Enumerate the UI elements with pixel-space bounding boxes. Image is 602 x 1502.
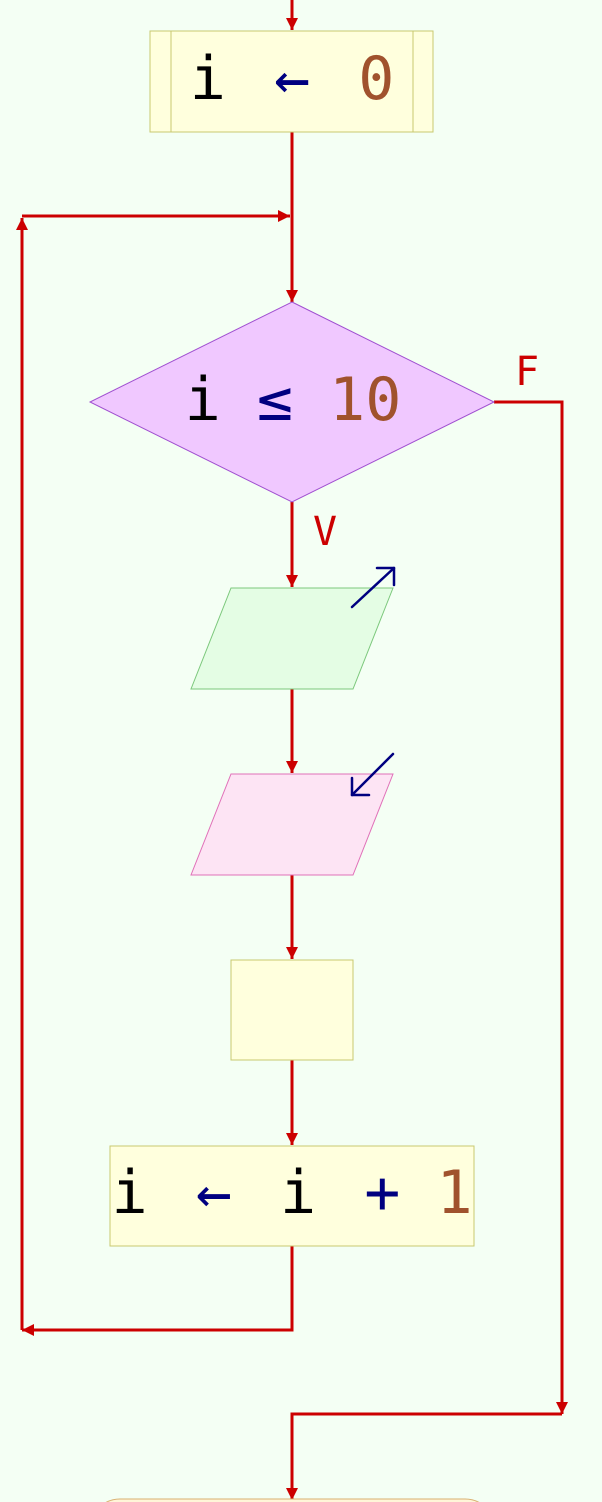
condition-var: i <box>185 365 221 435</box>
arrow-up-right-icon <box>350 566 396 609</box>
svg-text:i ← 0: i ← 0 <box>190 44 395 114</box>
condition-operator: ≤ <box>257 365 293 435</box>
input-parallelogram <box>190 773 394 876</box>
svg-text:i ≤ 10: i ≤ 10 <box>185 365 402 435</box>
true-branch-label: V <box>313 509 337 555</box>
svg-text:i ← i +: i ← i + 1 <box>111 1158 472 1228</box>
increment-box <box>109 1145 475 1247</box>
input-block <box>190 752 395 876</box>
process-box <box>230 959 354 1061</box>
increment-lhs: i <box>111 1158 147 1228</box>
increment-rhs: i <box>280 1158 316 1228</box>
increment-block: i ← i + 1 <box>109 1145 475 1247</box>
init-var: i <box>190 44 226 114</box>
end-terminal <box>105 1498 480 1502</box>
decision-diamond <box>88 301 496 503</box>
increment-assign-arrow: ← <box>196 1158 232 1228</box>
false-branch-label: F <box>515 349 539 395</box>
connector-loopback-bottom <box>22 1246 294 1336</box>
output-block <box>190 566 396 690</box>
connectors <box>16 0 568 1500</box>
init-box <box>149 30 434 133</box>
init-block: i ← 0 <box>149 30 434 133</box>
arrow-down-left-icon <box>350 752 395 797</box>
increment-value: 1 <box>436 1158 472 1228</box>
connector-false-branch <box>494 400 568 1414</box>
increment-plus: + <box>364 1158 400 1228</box>
decision-block: i ≤ 10 F V <box>88 301 539 555</box>
output-parallelogram <box>190 587 394 690</box>
condition-value: 10 <box>329 365 401 435</box>
init-assign-arrow: ← <box>274 44 310 114</box>
init-value: 0 <box>358 44 394 114</box>
connector-exit <box>286 1412 562 1500</box>
